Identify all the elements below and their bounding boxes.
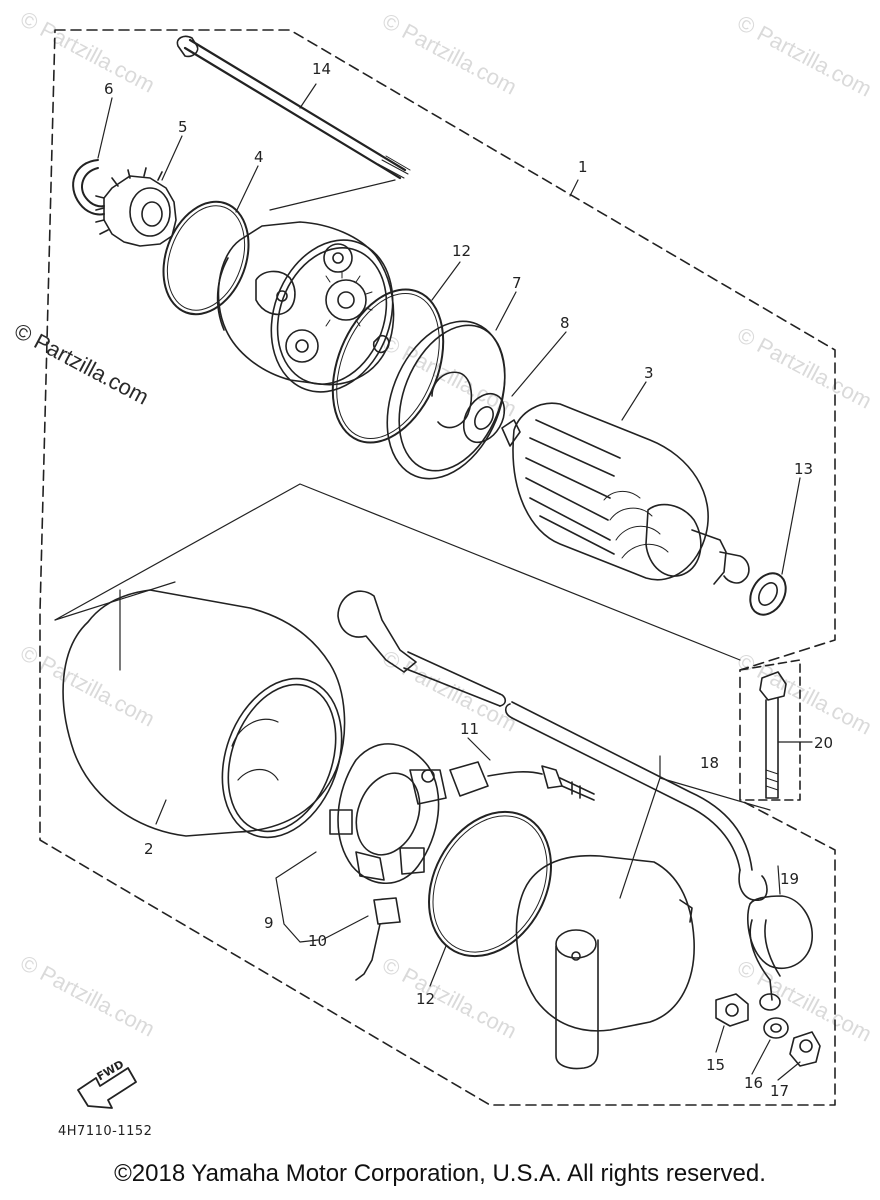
- callout-9: 9: [264, 914, 274, 932]
- bolt: [759, 671, 787, 799]
- washer: [462, 392, 506, 444]
- callout-14: 14: [312, 60, 332, 78]
- o-ring: [162, 200, 250, 316]
- bolt-box: [739, 659, 801, 801]
- pinion-gear: [95, 167, 177, 247]
- circlip: [72, 159, 105, 216]
- callout-2: 2: [144, 840, 154, 858]
- nut: [715, 993, 749, 1027]
- nut: [789, 1031, 821, 1067]
- callout-3: 3: [644, 364, 654, 382]
- callout-12: 12: [416, 990, 436, 1008]
- lead-wire: [449, 761, 595, 801]
- callout-13: 13: [794, 460, 814, 478]
- fwd-arrow-icon: [77, 1067, 137, 1109]
- callout-10: 10: [308, 932, 328, 950]
- diagram-part-code: 4H7110-1152: [58, 1124, 153, 1139]
- lead-cable: [337, 590, 781, 1011]
- callout-11: 11: [460, 720, 480, 738]
- callout-1: 1: [578, 158, 588, 176]
- through-bolt: [176, 35, 411, 180]
- callout-18: 18: [700, 754, 720, 772]
- callout-17: 17: [770, 1082, 790, 1100]
- brush-holder: [329, 743, 447, 885]
- o-ring: [428, 810, 552, 958]
- callout-5: 5: [178, 118, 188, 136]
- callout-12: 12: [452, 242, 472, 260]
- callout-19: 19: [780, 870, 800, 888]
- callout-20: 20: [814, 734, 834, 752]
- small-washer: [749, 572, 787, 616]
- callout-7: 7: [512, 274, 522, 292]
- front-cover-housing: [216, 221, 395, 393]
- yoke: [62, 589, 346, 839]
- callout-8: 8: [560, 314, 570, 332]
- callout-6: 6: [104, 80, 114, 98]
- callout-16: 16: [744, 1074, 764, 1092]
- terminal-cap: [747, 895, 813, 970]
- armature: [501, 402, 750, 585]
- copyright-notice: ©2018 Yamaha Motor Corporation, U.S.A. A…: [114, 1160, 766, 1187]
- callout-15: 15: [706, 1056, 726, 1074]
- brush: [355, 897, 401, 981]
- rear-end-cover: [515, 854, 695, 1070]
- plate-washer: [386, 320, 506, 480]
- callout-4: 4: [254, 148, 264, 166]
- washer: [763, 1017, 789, 1039]
- assembly-boundary: [39, 29, 836, 1106]
